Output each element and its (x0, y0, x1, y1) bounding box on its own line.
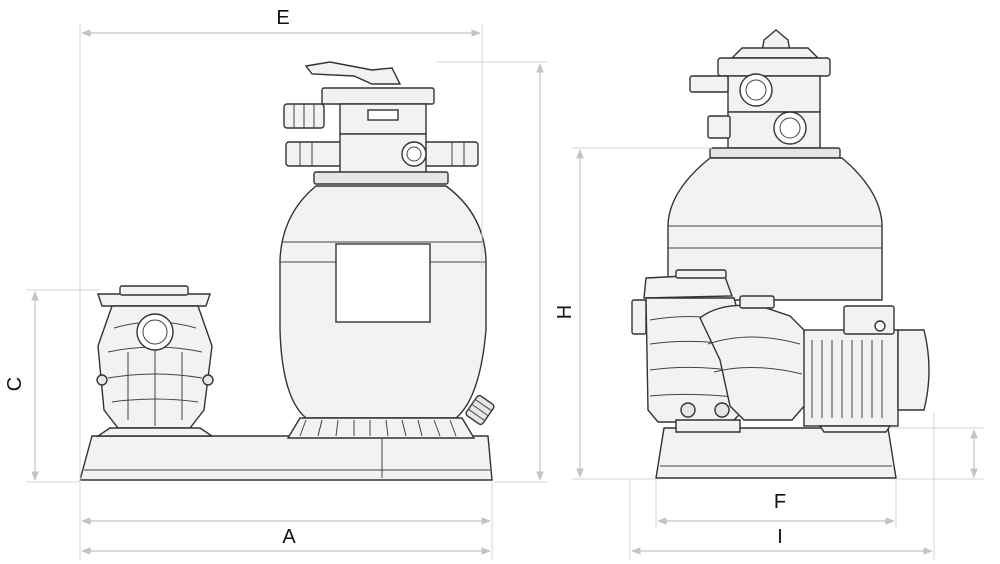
side-view (572, 29, 984, 560)
dimension-label-a: A (282, 526, 296, 548)
dimension-label-c: C (4, 377, 26, 391)
dimension-label-f: F (774, 491, 786, 513)
front-view (26, 24, 548, 560)
base-plate-side (655, 427, 897, 479)
pump-side (631, 269, 930, 433)
dimension-lines-front (26, 24, 548, 560)
filter-tank-side (667, 29, 883, 301)
filter-tank-front (279, 61, 495, 439)
pump-front (95, 285, 215, 437)
base-plate-front (79, 435, 493, 481)
dimension-label-h: H (554, 305, 576, 319)
dimension-label-e: E (276, 7, 289, 29)
dimension-lines-side (572, 147, 984, 560)
dimension-label-i: I (777, 526, 783, 548)
